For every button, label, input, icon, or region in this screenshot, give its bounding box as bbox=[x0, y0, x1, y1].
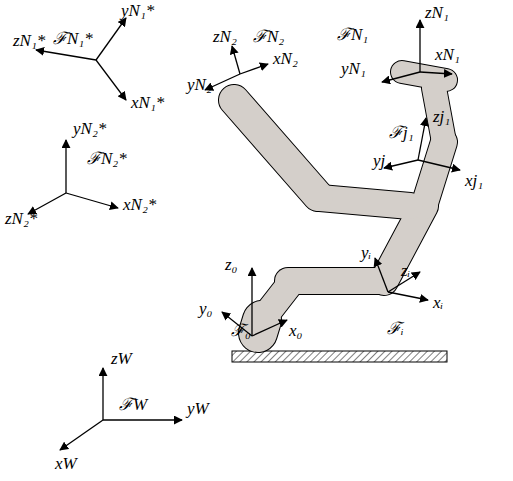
frame-label: yN₁ bbox=[340, 60, 367, 77]
frame-label: xN₂ bbox=[272, 50, 299, 67]
frame-axis bbox=[420, 72, 452, 74]
frame-label: ℱN₁* bbox=[52, 30, 94, 47]
frame-label: xᵢ bbox=[432, 294, 444, 311]
frame-label: yj₁ bbox=[372, 152, 392, 169]
frame-label: zN₂ bbox=[212, 28, 238, 45]
frame-label: yN₁* bbox=[120, 2, 155, 19]
frame-axis bbox=[419, 20, 420, 72]
frame-axis bbox=[232, 46, 240, 74]
robot-links bbox=[234, 72, 446, 333]
frame-label: ℱj₁ bbox=[388, 124, 415, 141]
frame-label: ℱN₂* bbox=[86, 150, 128, 167]
frame-axis bbox=[60, 420, 103, 450]
frame-label: yN₂ bbox=[186, 76, 213, 93]
frame-label: zN₁ bbox=[424, 4, 450, 21]
frame-axis bbox=[251, 268, 252, 336]
floor bbox=[232, 351, 447, 362]
frame-label: zW bbox=[110, 350, 133, 367]
frame-axis bbox=[240, 64, 268, 74]
link-body bbox=[320, 198, 410, 206]
frame-label: ℱN₁ bbox=[336, 26, 369, 43]
frame-label: yN₂* bbox=[72, 120, 107, 137]
frame-axis bbox=[102, 368, 103, 420]
frame-label: y₀ bbox=[198, 300, 213, 317]
frame-axis bbox=[96, 18, 126, 60]
frame-label: ℱ₀ bbox=[230, 322, 252, 339]
frame-axis bbox=[252, 320, 287, 336]
frame-label: zj₁ bbox=[432, 108, 451, 125]
frame-axis bbox=[375, 258, 388, 292]
frame-label: ℱN₂ bbox=[252, 28, 285, 45]
frame-label: xj₁ bbox=[464, 172, 484, 189]
frame-label: xN₁ bbox=[434, 46, 461, 63]
frame-axis bbox=[418, 118, 426, 160]
frame-label: yW bbox=[186, 400, 210, 417]
link-outline bbox=[288, 267, 384, 295]
link-body bbox=[234, 100, 318, 196]
frame-axis bbox=[96, 60, 126, 100]
frame-axis bbox=[418, 160, 460, 170]
frame-axis bbox=[388, 292, 428, 300]
frame-axis bbox=[65, 140, 66, 193]
frame-axis bbox=[66, 193, 118, 208]
frame-axis bbox=[103, 419, 182, 420]
frame-label: yᵢ bbox=[360, 244, 372, 261]
link-body bbox=[288, 268, 384, 294]
frame-label: x₀ bbox=[288, 322, 303, 339]
frame-label: z₀ bbox=[224, 256, 239, 273]
frame-label: ℱW bbox=[118, 396, 148, 413]
link-outline bbox=[320, 198, 410, 206]
frame-label: ℱᵢ bbox=[386, 320, 405, 337]
frame-label: xN₂* bbox=[122, 196, 157, 213]
frame-axis bbox=[36, 50, 96, 60]
link-outline bbox=[234, 100, 318, 196]
coordinate-frames bbox=[28, 18, 460, 450]
frame-label: xW bbox=[54, 455, 78, 472]
frame-label: zN₂* bbox=[4, 210, 38, 227]
frame-axis bbox=[382, 72, 420, 82]
frame-label: xN₁* bbox=[130, 94, 165, 111]
frame-label: zᵢ bbox=[400, 262, 411, 279]
frame-label: zN₁* bbox=[12, 32, 46, 49]
